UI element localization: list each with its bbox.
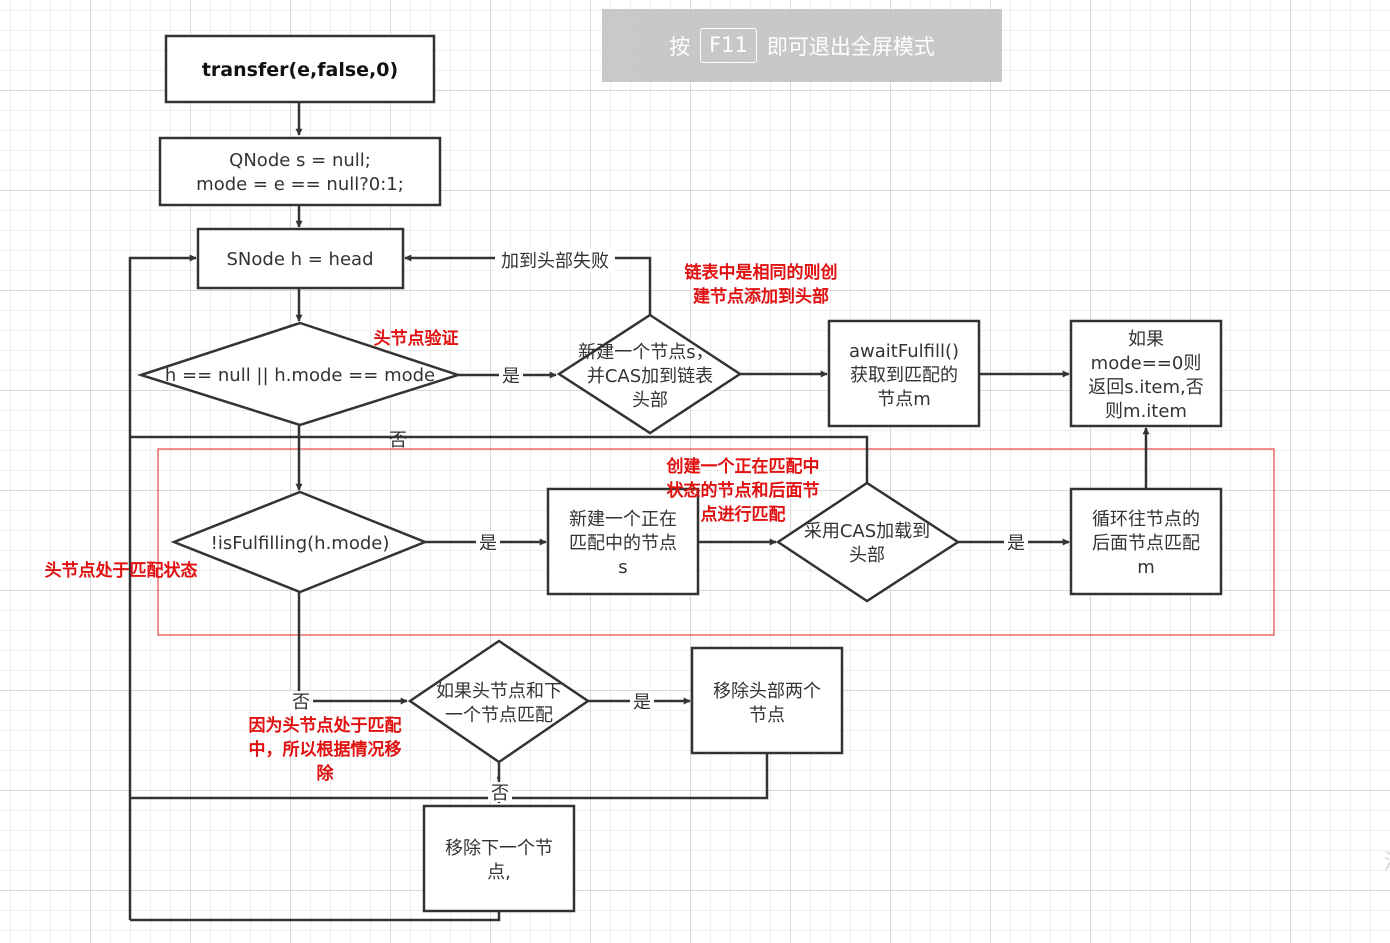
edge-label-yes-cas: 是 bbox=[1007, 533, 1025, 554]
decision-cas-head-line2: 头部 bbox=[849, 545, 885, 566]
node-await-line1: awaitFulfill() bbox=[849, 341, 959, 362]
node-new-node bbox=[556, 313, 743, 435]
node-new-matching-line1: 新建一个正在 bbox=[569, 509, 677, 530]
note-create-matching-line1: 创建一个正在匹配中 bbox=[666, 456, 820, 477]
decision-is-fulfilling-text: !isFulfilling(h.mode) bbox=[211, 533, 390, 554]
banner-prefix: 按 bbox=[669, 34, 691, 59]
node-init-line1: QNode s = null; bbox=[229, 150, 371, 171]
edge-label-dot: . bbox=[495, 763, 501, 784]
edge-label-fail-add-head: 加到头部失败 bbox=[501, 251, 609, 272]
edge-label-yes-cas-bg bbox=[1004, 531, 1028, 553]
edge-label-yes-match: 是 bbox=[633, 692, 651, 713]
edge-label-no-fulfilling-bg bbox=[289, 691, 313, 713]
node-start bbox=[164, 34, 436, 104]
note-create-matching-line2: 状态的节点和后面节 bbox=[667, 480, 820, 501]
decision-head-next-match bbox=[407, 639, 591, 764]
edge-cas-fail bbox=[130, 435, 869, 483]
node-init bbox=[158, 136, 442, 207]
node-loop-match-line2: 后面节点匹配 bbox=[1092, 533, 1200, 554]
node-new-node-line2: 并CAS加到链表 bbox=[587, 366, 713, 387]
decision-cas-head bbox=[775, 481, 961, 603]
note-same-mode-line1: 链表中是相同的则创 bbox=[685, 262, 838, 283]
node-await-line2: 获取到匹配的 bbox=[850, 365, 958, 386]
node-remove-next-line2: 点, bbox=[487, 862, 511, 883]
node-new-matching-line2: 匹配中的节点 bbox=[569, 533, 677, 554]
note-same-mode-line2: 建节点添加到头部 bbox=[693, 286, 829, 307]
node-loop-match bbox=[1069, 487, 1223, 596]
edge-label-no-mode: 否 bbox=[389, 430, 407, 451]
decision-mode-check-text: h == null || h.mode == mode bbox=[165, 365, 435, 386]
note-head-matching: 头节点处于匹配状态 bbox=[45, 560, 198, 581]
node-new-node-line1: 新建一个节点s， bbox=[578, 342, 713, 363]
edge-loop-back bbox=[128, 254, 197, 920]
node-remove-next bbox=[422, 804, 576, 913]
node-start-text: transfer(e,false,0) bbox=[202, 59, 398, 81]
node-head-text: SNode h = head bbox=[227, 249, 374, 270]
f11-key: F11 bbox=[700, 27, 757, 64]
node-remove-two bbox=[690, 646, 844, 755]
node-remove-two-line1: 移除头部两个 bbox=[713, 681, 821, 702]
decision-mode-check bbox=[136, 321, 463, 427]
node-new-matching-line3: s bbox=[618, 557, 627, 578]
edge-label-yes-fulfilling: 是 bbox=[479, 533, 497, 554]
edge-label-fail-bg bbox=[495, 248, 615, 272]
banner-suffix: 即可退出全屏模式 bbox=[766, 34, 935, 59]
node-remove-next-line1: 移除下一个节 bbox=[445, 838, 553, 859]
node-init-line2: mode = e == null?0:1; bbox=[196, 174, 404, 195]
fullscreen-exit-banner: 按 F11 即可退出全屏模式 bbox=[602, 9, 1002, 82]
node-loop-match-line1: 循环往节点的 bbox=[1092, 509, 1200, 530]
decision-cas-head-line1: 采用CAS加载到 bbox=[804, 521, 930, 542]
edge-label-yes-fulfilling-bg bbox=[476, 531, 500, 553]
decision-is-fulfilling bbox=[170, 490, 429, 594]
node-result-line4: 则m.item bbox=[1105, 401, 1187, 422]
note-create-matching-line3: 点进行匹配 bbox=[701, 504, 786, 525]
node-await bbox=[827, 319, 981, 428]
decision-head-next-match-line2: 一个节点匹配 bbox=[445, 705, 553, 726]
note-because-matching-line3: 除 bbox=[317, 763, 335, 784]
edge-label-no-fulfilling: 否 bbox=[292, 692, 310, 713]
matching-region-border bbox=[157, 448, 1275, 636]
edge-label-no-match: 否 bbox=[491, 783, 509, 804]
edge-fulfilling-no bbox=[297, 592, 408, 705]
node-result-line3: 返回s.item,否 bbox=[1088, 377, 1204, 398]
edge-label-yes-mode-bg bbox=[499, 364, 523, 386]
node-head bbox=[196, 227, 405, 290]
note-because-matching-line1: 因为头节点处于匹配 bbox=[249, 715, 402, 736]
node-result-line1: 如果 bbox=[1128, 329, 1164, 350]
node-await-line3: 节点m bbox=[877, 389, 931, 410]
edge-fail-add-head bbox=[404, 254, 652, 315]
node-result bbox=[1069, 319, 1223, 428]
edge-remove-next-back bbox=[130, 911, 501, 922]
node-remove-two-line2: 节点 bbox=[749, 705, 785, 726]
decision-head-next-match-line1: 如果头节点和下 bbox=[436, 681, 562, 702]
edge-watermark-glyph: 注 bbox=[1384, 845, 1390, 905]
edge-label-no-match-bg bbox=[488, 782, 512, 802]
node-loop-match-line3: m bbox=[1137, 557, 1155, 578]
note-head-verify: 头节点验证 bbox=[374, 328, 459, 349]
node-result-line2: mode==0则 bbox=[1091, 353, 1202, 374]
edge-remove-two-back bbox=[130, 754, 769, 800]
edge-label-yes-match-bg bbox=[630, 691, 654, 713]
note-because-matching-line2: 中，所以根据情况移 bbox=[249, 739, 402, 760]
node-new-node-line3: 头部 bbox=[632, 390, 668, 411]
edge-label-yes-mode: 是 bbox=[502, 366, 520, 387]
node-new-matching bbox=[546, 487, 700, 596]
